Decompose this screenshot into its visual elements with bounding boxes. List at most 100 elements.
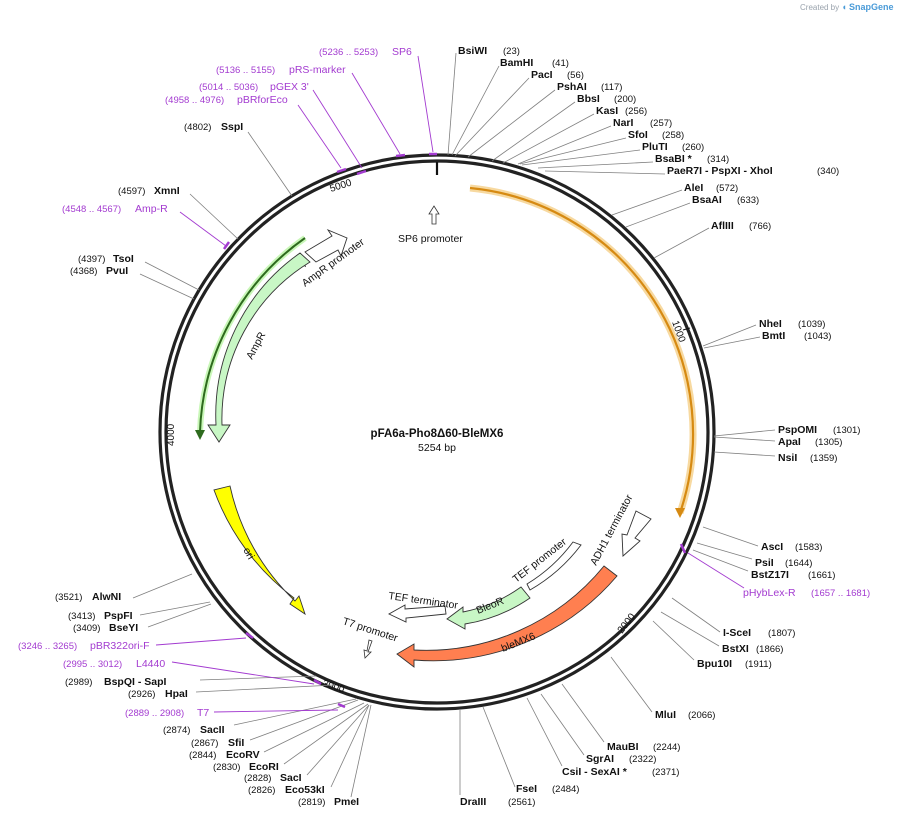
primer-range-pbrforeco: (4958 .. 4976) <box>165 95 224 106</box>
enzyme-name-tsoi: TsoI <box>113 253 134 265</box>
enzyme-name-mlui: MluI <box>655 709 676 721</box>
enzyme-pos-ecori: (2830) <box>213 762 240 773</box>
feature-label-sp6-promoter: SP6 promoter <box>398 233 463 245</box>
enzyme-lead-nhei <box>702 324 757 347</box>
enzyme-lead-aflIII <box>653 227 710 259</box>
enzyme-pos-maubi: (2244) <box>653 742 680 753</box>
orange-feature-arrowhead <box>675 508 685 518</box>
primer-name-amp-r: Amp-R <box>135 203 168 215</box>
enzyme-name-psii: PsiI <box>755 557 774 569</box>
primer-bar-amp-r <box>222 241 231 250</box>
enzyme-lead-ecorv <box>263 702 365 753</box>
enzyme-name-paci: PacI <box>531 69 553 81</box>
enzyme-name-bbsi: BbsI <box>577 93 600 105</box>
enzyme-pos-bsabi: (314) <box>707 154 729 165</box>
enzyme-lead-saci <box>306 704 370 776</box>
primer-range-pbr322ori-f: (3246 .. 3265) <box>18 641 77 652</box>
enzyme-pos-pshai: (117) <box>601 82 622 93</box>
enzyme-pos-bstxi: (1866) <box>756 644 783 655</box>
enzyme-lead-bseyi <box>147 603 212 628</box>
sp6-promoter-arrow <box>428 205 440 225</box>
enzyme-pos-mlui: (2066) <box>688 710 715 721</box>
t7-promoter-arrow <box>363 639 373 659</box>
enzyme-lead-pmei <box>350 704 372 798</box>
enzyme-pos-bmti: (1043) <box>804 331 831 342</box>
tef-promoter-arrow <box>526 541 582 591</box>
enzyme-pos-bpu10i: (1911) <box>745 659 772 670</box>
enzyme-pos-pmei: (2819) <box>298 797 325 808</box>
enzyme-name-saci: SacI <box>280 772 302 784</box>
enzyme-pos-pspfi: (3413) <box>68 611 95 622</box>
enzyme-name-bsiwi: BsiWI <box>458 45 487 57</box>
primer-range-amp-r: (4548 .. 4567) <box>62 204 121 215</box>
enzyme-name-bamhi: BamHI <box>500 57 533 69</box>
enzyme-pos-sfoi: (258) <box>662 130 684 141</box>
enzyme-lead-bstxi <box>660 611 720 647</box>
enzyme-name-pshai: PshAI <box>557 81 587 93</box>
enzyme-pos-paci: (56) <box>567 70 584 81</box>
enzyme-pos-sacii: (2874) <box>163 725 190 736</box>
adh1-terminator-arrow <box>621 510 652 557</box>
enzyme-name-pspomi: PspOMI <box>778 424 817 436</box>
primer-bar-l4440 <box>313 678 322 686</box>
enzyme-name-nhei: NheI <box>759 318 782 330</box>
enzyme-lead-bamhi <box>451 65 500 156</box>
enzyme-pos-kasi: (256) <box>625 106 647 117</box>
tick-label-4000: 4000 <box>166 423 177 446</box>
enzyme-lead-csii <box>526 697 563 767</box>
enzyme-lead-bmti <box>703 336 761 349</box>
enzyme-lead-bsiwi <box>447 52 457 156</box>
primer-lead-sp6 <box>417 55 434 153</box>
credit-prefix: Created by <box>800 3 840 12</box>
primer-bar-prs-marker <box>395 153 406 158</box>
enzyme-pos-alei: (572) <box>716 183 738 194</box>
enzyme-pos-fsei: (2484) <box>552 784 579 795</box>
enzyme-name-bsabi: BsaBI * <box>655 153 693 165</box>
snapgene-logo-icon: ◖ <box>841 2 847 12</box>
enzyme-pos-bsiwi: (23) <box>503 46 520 57</box>
enzyme-pos-sgrai: (2322) <box>629 754 656 765</box>
enzyme-lead-fsei <box>482 706 516 788</box>
enzyme-pos-nsii: (1359) <box>810 453 837 464</box>
primer-lead-phyblex-r <box>687 552 745 589</box>
enzyme-name-hpai: HpaI <box>165 688 188 700</box>
tef-terminator-arrow <box>388 604 447 623</box>
primer-bar-phyblex-r <box>679 543 687 554</box>
enzyme-lead-ecori <box>283 703 369 765</box>
orange-feature-arc <box>469 186 695 514</box>
plasmid-name: pFA6a-Pho8Δ60-BleMX6 <box>371 428 504 440</box>
primer-range-phyblex-r: (1657 .. 1681) <box>811 588 870 599</box>
enzyme-lead-i-scei <box>671 597 721 633</box>
enzyme-lead-nsii <box>713 451 776 457</box>
primer-name-sp6: SP6 <box>392 46 412 58</box>
enzyme-pos-bstz17i: (1661) <box>808 570 835 581</box>
primer-name-pbrforeco: pBRforEco <box>237 94 288 106</box>
enzyme-pos-bspqi: (2989) <box>65 677 92 688</box>
enzyme-name-sgrai: SgrAI <box>586 753 614 765</box>
backbone-inner <box>164 159 710 705</box>
primer-lead-amp-r <box>179 211 227 247</box>
primer-range-l4440: (2995 .. 3012) <box>63 659 122 670</box>
primer-bar-pgex3 <box>356 169 367 176</box>
primer-bar-t7 <box>337 702 346 709</box>
enzyme-name-pmei: PmeI <box>334 796 359 808</box>
enzyme-lead-alwni <box>132 573 193 599</box>
enzyme-name-i-scei: I-SceI <box>723 627 751 639</box>
enzyme-pos-eco53ki: (2826) <box>248 785 275 796</box>
bleor-arrow <box>446 586 531 630</box>
primer-lead-pgex3 <box>312 89 363 169</box>
enzyme-pos-pluti: (260) <box>682 142 704 153</box>
ampr-gene-arrow <box>207 252 311 443</box>
primer-lead-pbrforeco <box>297 104 342 169</box>
enzyme-lead-mlui <box>610 656 653 713</box>
enzyme-lead-bstz17i <box>692 549 749 572</box>
enzyme-name-xhoi: PaeR7I - PspXI - XhoI <box>667 165 773 177</box>
enzyme-pos-pvui: (4368) <box>70 266 97 277</box>
enzyme-name-kasi: KasI <box>596 105 618 117</box>
credit-brand: SnapGene <box>849 2 894 12</box>
enzyme-lead-nari <box>517 125 612 165</box>
snapgene-credit: Created by ◖ SnapGene <box>800 2 894 12</box>
primer-bar-pbrforeco <box>336 167 347 174</box>
green-feature-arc <box>199 237 306 433</box>
